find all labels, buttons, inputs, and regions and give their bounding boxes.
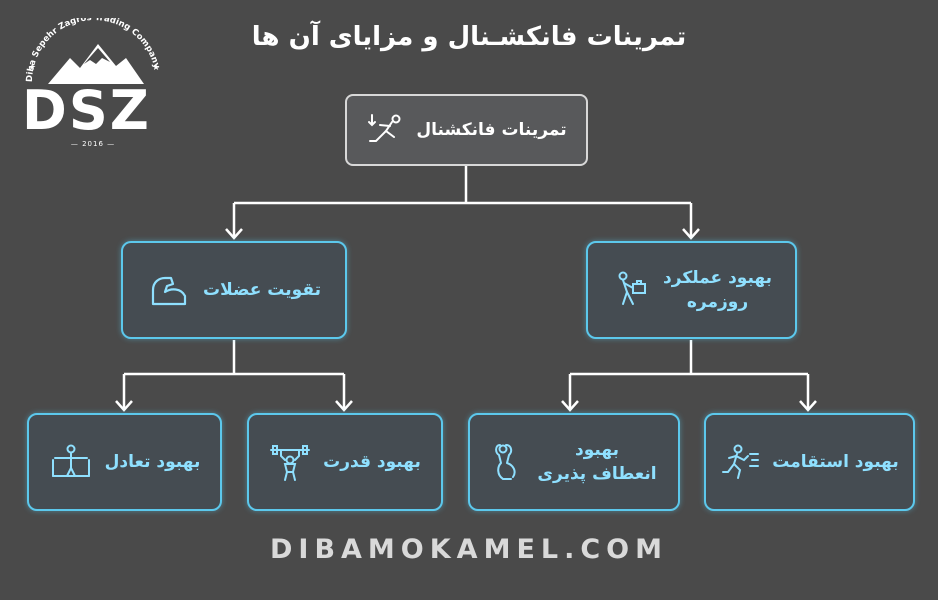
svg-text:★: ★ (152, 63, 160, 73)
muscle-arm-icon (151, 276, 187, 306)
balance-beam-icon (51, 444, 90, 477)
leaf-strength-label: بهبود قدرت (323, 452, 421, 472)
page-title: تمرینات فانکشـنال و مزایای آن ها (251, 22, 687, 52)
leaf-balance-label: بهبود تعادل (104, 452, 201, 472)
running-icon (722, 444, 760, 479)
daily-activity-icon (618, 271, 647, 305)
website-url[interactable]: DIBAMOKAMEL.COM (270, 534, 668, 565)
logo-arc-text: Diba Sepehr Zagros Trading Company ★ ★ (25, 13, 162, 84)
flexibility-icon (495, 444, 517, 480)
svg-text:★: ★ (28, 63, 36, 73)
company-logo: Diba Sepehr Zagros Trading Company ★ ★ D… (18, 13, 168, 148)
logo-mark: DSZ (22, 79, 151, 142)
leaf-endurance: بهبود استقامت (704, 413, 915, 511)
root-node: تمرینات فانکشنال (345, 94, 588, 166)
leaf-balance: بهبود تعادل (27, 413, 222, 511)
branch-muscle-strengthening: تقویت عضلات (121, 241, 347, 339)
leaf-strength: بهبود قدرت (247, 413, 443, 511)
branch-muscle-strengthening-label: تقویت عضلات (203, 280, 321, 300)
logo-year: — 2016 — (70, 140, 116, 148)
weightlifter-icon (270, 445, 311, 481)
functional-exercise-icon (368, 114, 401, 142)
leaf-endurance-label: بهبود استقامت (772, 452, 899, 472)
root-node-label: تمرینات فانکشنال (416, 120, 567, 140)
